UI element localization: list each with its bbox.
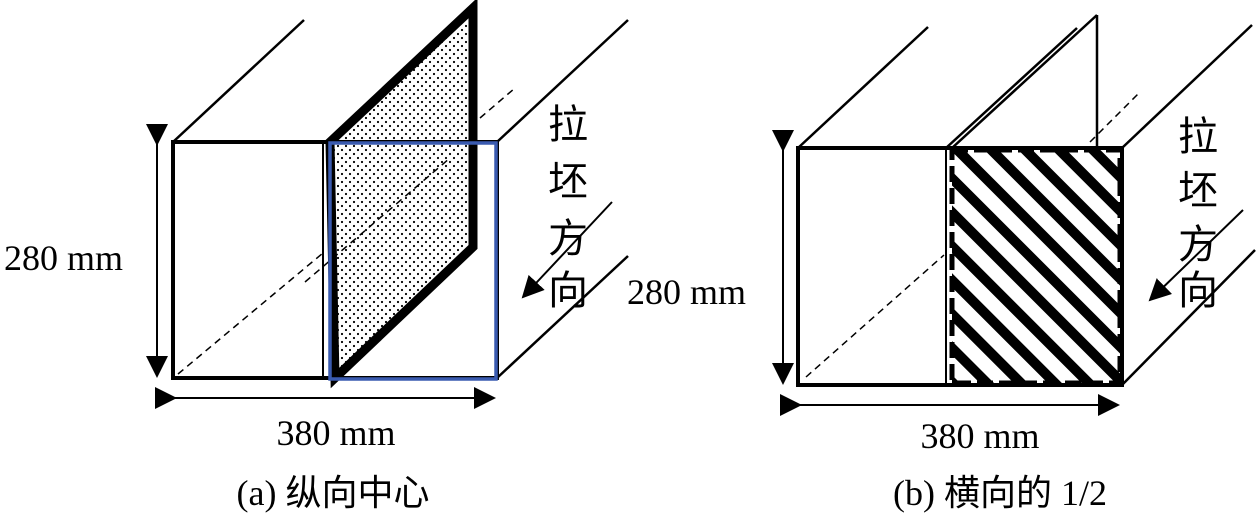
width-label: 380 mm [920,416,1039,456]
direction-char: 向 [1178,268,1218,313]
direction-char: 方 [548,216,588,261]
figure-a: 280 mm 380 mm (a) 纵向中心 拉 坯 方 向 [4,0,629,513]
cut-plane-longitudinal-center [325,0,478,389]
block-edges [797,14,1256,386]
cut-region-transverse-half [949,147,1123,386]
caption: (a) 纵向中心 [237,473,430,513]
direction-char: 坯 [548,159,588,204]
casting-direction-arrow [521,201,613,299]
casting-direction-label: 拉 坯 方 向 [548,102,588,313]
height-label: 280 mm [627,272,746,312]
width-label: 380 mm [276,413,395,453]
block-edges [172,19,629,379]
direction-char: 向 [548,268,588,313]
direction-char: 坯 [1178,168,1218,213]
caption: (b) 横向的 1/2 [893,473,1107,513]
direction-char: 方 [1178,222,1218,267]
direction-char: 拉 [548,102,588,147]
highlight-half [328,141,498,381]
hidden-edges [805,91,1141,378]
casting-direction-label: 拉 坯 方 向 [1178,114,1218,313]
height-label: 280 mm [4,238,123,278]
direction-char: 拉 [1178,114,1218,159]
figure-b: 280 mm 380 mm (b) 横向的 1/2 拉 坯 方 向 [627,14,1256,513]
casting-direction-arrow [1148,209,1244,302]
